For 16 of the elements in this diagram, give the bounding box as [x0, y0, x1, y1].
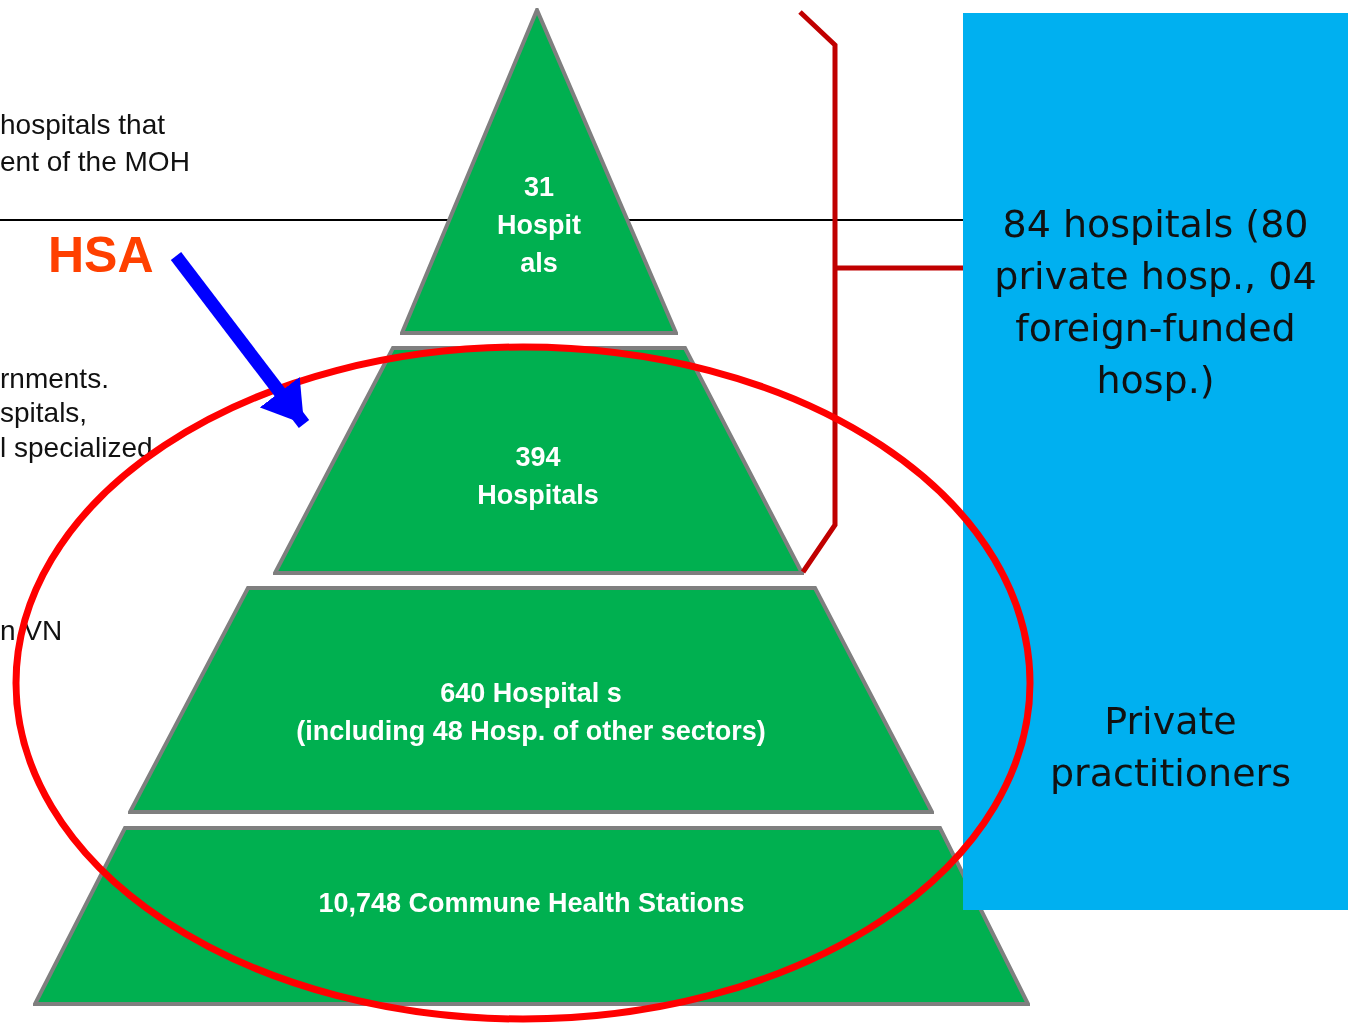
side-panel [963, 13, 1348, 910]
note-text: l specialized [0, 431, 153, 465]
hsa-label: HSA [48, 225, 154, 285]
note-text: hospitals that [0, 108, 165, 142]
tier-label: 10,748 Commune Health Stations [317, 887, 746, 920]
note-text: rnments. [0, 362, 109, 396]
panel-text: 84 hospitals (80 private hosp., 04 foreign-funded hosp.) [993, 201, 1318, 404]
tier-label: 640 Hospital s [439, 677, 623, 710]
note-text: spitals, [0, 396, 88, 430]
note-text: ent of the MOH [0, 145, 190, 179]
tier-label: (including 48 Hosp. of other sectors) [295, 715, 767, 748]
panel-text: Private practitioners [1049, 698, 1292, 797]
tier-label: 394 Hospitals [476, 441, 600, 512]
pyramid-tier [400, 8, 678, 335]
tier-label: 31 Hospit als [496, 171, 582, 280]
arrow [170, 252, 310, 428]
